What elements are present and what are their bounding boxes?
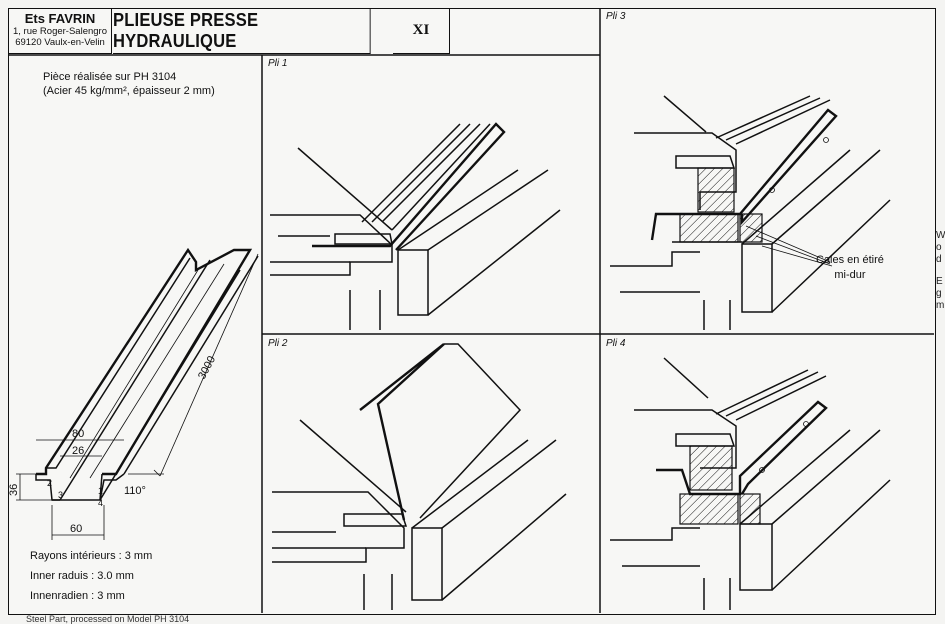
panel-label-pli-2: Pli 2 bbox=[268, 338, 288, 349]
company-address-line1: 1, rue Roger-Salengro bbox=[13, 26, 107, 37]
panel-label-pli-4: Pli 4 bbox=[606, 338, 626, 349]
bend-label-2: 2 bbox=[47, 478, 52, 488]
side-text-3: E bbox=[936, 276, 943, 287]
sheet-number: XI bbox=[393, 8, 450, 54]
radius-notes: Rayons intérieurs : 3 mm Inner raduis : … bbox=[30, 546, 152, 606]
callout-line1: Cales en étiré bbox=[816, 254, 884, 266]
bend-label-4: 4 bbox=[98, 498, 103, 508]
company-address-line2: 69120 Vaulx-en-Velin bbox=[15, 37, 105, 48]
pli-1-drawing bbox=[270, 122, 561, 330]
company-block: Ets FAVRIN 1, rue Roger-Salengro 69120 V… bbox=[8, 8, 112, 54]
dim-bottom-width: 60 bbox=[70, 523, 82, 535]
dim-height: 36 bbox=[8, 484, 20, 496]
side-text-4: g bbox=[936, 288, 942, 299]
piece-line1: Pièce réalisée sur PH 3104 bbox=[43, 71, 177, 83]
bend-label-1: 1 bbox=[98, 486, 103, 496]
shim-callout: Cales en étiré mi-dur bbox=[816, 253, 884, 283]
side-text-0: W bbox=[936, 230, 945, 241]
piece-description: Pièce réalisée sur PH 3104 (Acier 45 kg/… bbox=[43, 70, 215, 98]
piece-line2: (Acier 45 kg/mm², épaisseur 2 mm) bbox=[43, 85, 215, 97]
side-text-2: d bbox=[936, 254, 942, 265]
pli-3-drawing bbox=[610, 95, 891, 330]
company-name: Ets FAVRIN bbox=[24, 11, 96, 26]
dim-top-width: 80 bbox=[72, 428, 84, 440]
page-title: PLIEUSE PRESSE HYDRAULIQUE bbox=[113, 8, 371, 54]
panel-label-pli-1: Pli 1 bbox=[268, 58, 288, 69]
pli-2-drawing bbox=[272, 343, 567, 610]
footer-caption: Steel Part, processed on Model PH 3104 bbox=[26, 614, 190, 624]
note-de: Innenradien : 3 mm bbox=[30, 590, 125, 602]
dim-length: 3000 bbox=[196, 354, 218, 381]
dim-angle: 110° bbox=[124, 485, 146, 497]
part-isometric-view bbox=[16, 247, 259, 540]
bend-label-3: 3 bbox=[58, 490, 63, 500]
pli-4-drawing bbox=[610, 357, 891, 610]
note-fr: Rayons intérieurs : 3 mm bbox=[30, 550, 153, 562]
side-text-5: m bbox=[936, 300, 945, 311]
panel-grid bbox=[8, 8, 934, 613]
panel-label-pli-3: Pli 3 bbox=[606, 11, 626, 22]
note-en: Inner raduis : 3.0 mm bbox=[30, 570, 134, 582]
callout-line2: mi-dur bbox=[834, 269, 866, 281]
side-text-1: o bbox=[936, 242, 942, 253]
dim-inner-width: 26 bbox=[72, 445, 84, 457]
